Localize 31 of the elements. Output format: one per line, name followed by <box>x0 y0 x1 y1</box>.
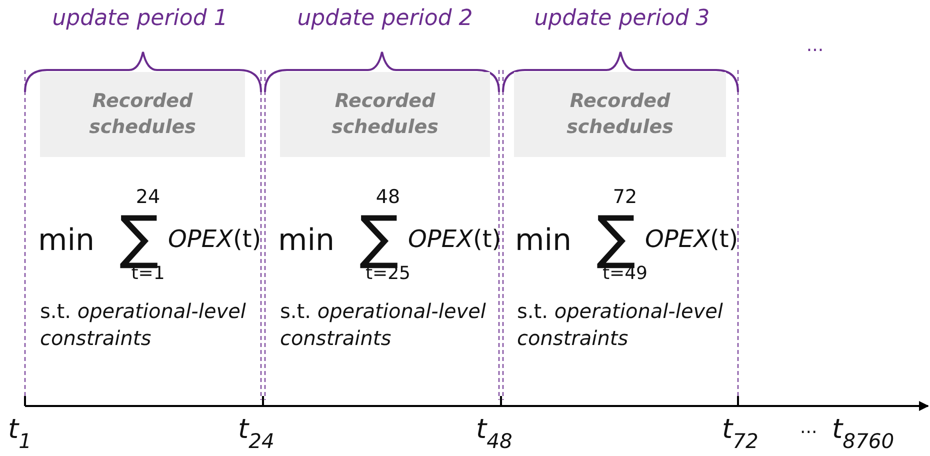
sum-symbol: ∑ <box>358 208 399 266</box>
shaded-box <box>40 72 245 157</box>
box-title: Recorded schedules <box>88 88 197 140</box>
upper-limit: 48 <box>374 187 402 209</box>
period-label: update period 3 <box>533 6 711 32</box>
constraint-text: s.t. operational-level constraints <box>517 298 724 352</box>
constraint-text: s.t. operational-level constraints <box>280 298 487 352</box>
box-title: Recorded schedules <box>330 88 440 140</box>
time-tick-label: t$_{1}$ <box>8 414 32 454</box>
upper-limit: 24 <box>134 187 162 209</box>
min-operator: min <box>278 224 335 258</box>
sum-symbol: ∑ <box>595 208 636 266</box>
time-tick-label: t$_{72}$ <box>722 414 758 454</box>
objective-term: OPEX(t) <box>408 226 502 254</box>
objective-term: OPEX(t) <box>645 226 738 254</box>
box-title: Recorded schedules <box>566 88 674 140</box>
min-operator: min <box>515 224 572 258</box>
shaded-box <box>514 72 726 157</box>
time-tick-label: t$_{24}$ <box>238 414 274 454</box>
ellipsis: ... <box>800 418 818 439</box>
period-label: update period 2 <box>296 6 474 32</box>
min-operator: min <box>38 224 95 258</box>
period-label: update period 1 <box>51 6 229 32</box>
time-tick-label: t$_{48}$ <box>476 414 512 454</box>
time-tick-label: t$_{8760}$ <box>832 414 894 454</box>
shaded-box <box>280 72 490 157</box>
ellipsis: ... <box>805 36 825 57</box>
upper-limit: 72 <box>612 187 638 209</box>
sum-symbol: ∑ <box>118 208 159 266</box>
objective-term: OPEX(t) <box>168 226 262 254</box>
constraint-text: s.t. operational-level constraints <box>40 298 247 352</box>
